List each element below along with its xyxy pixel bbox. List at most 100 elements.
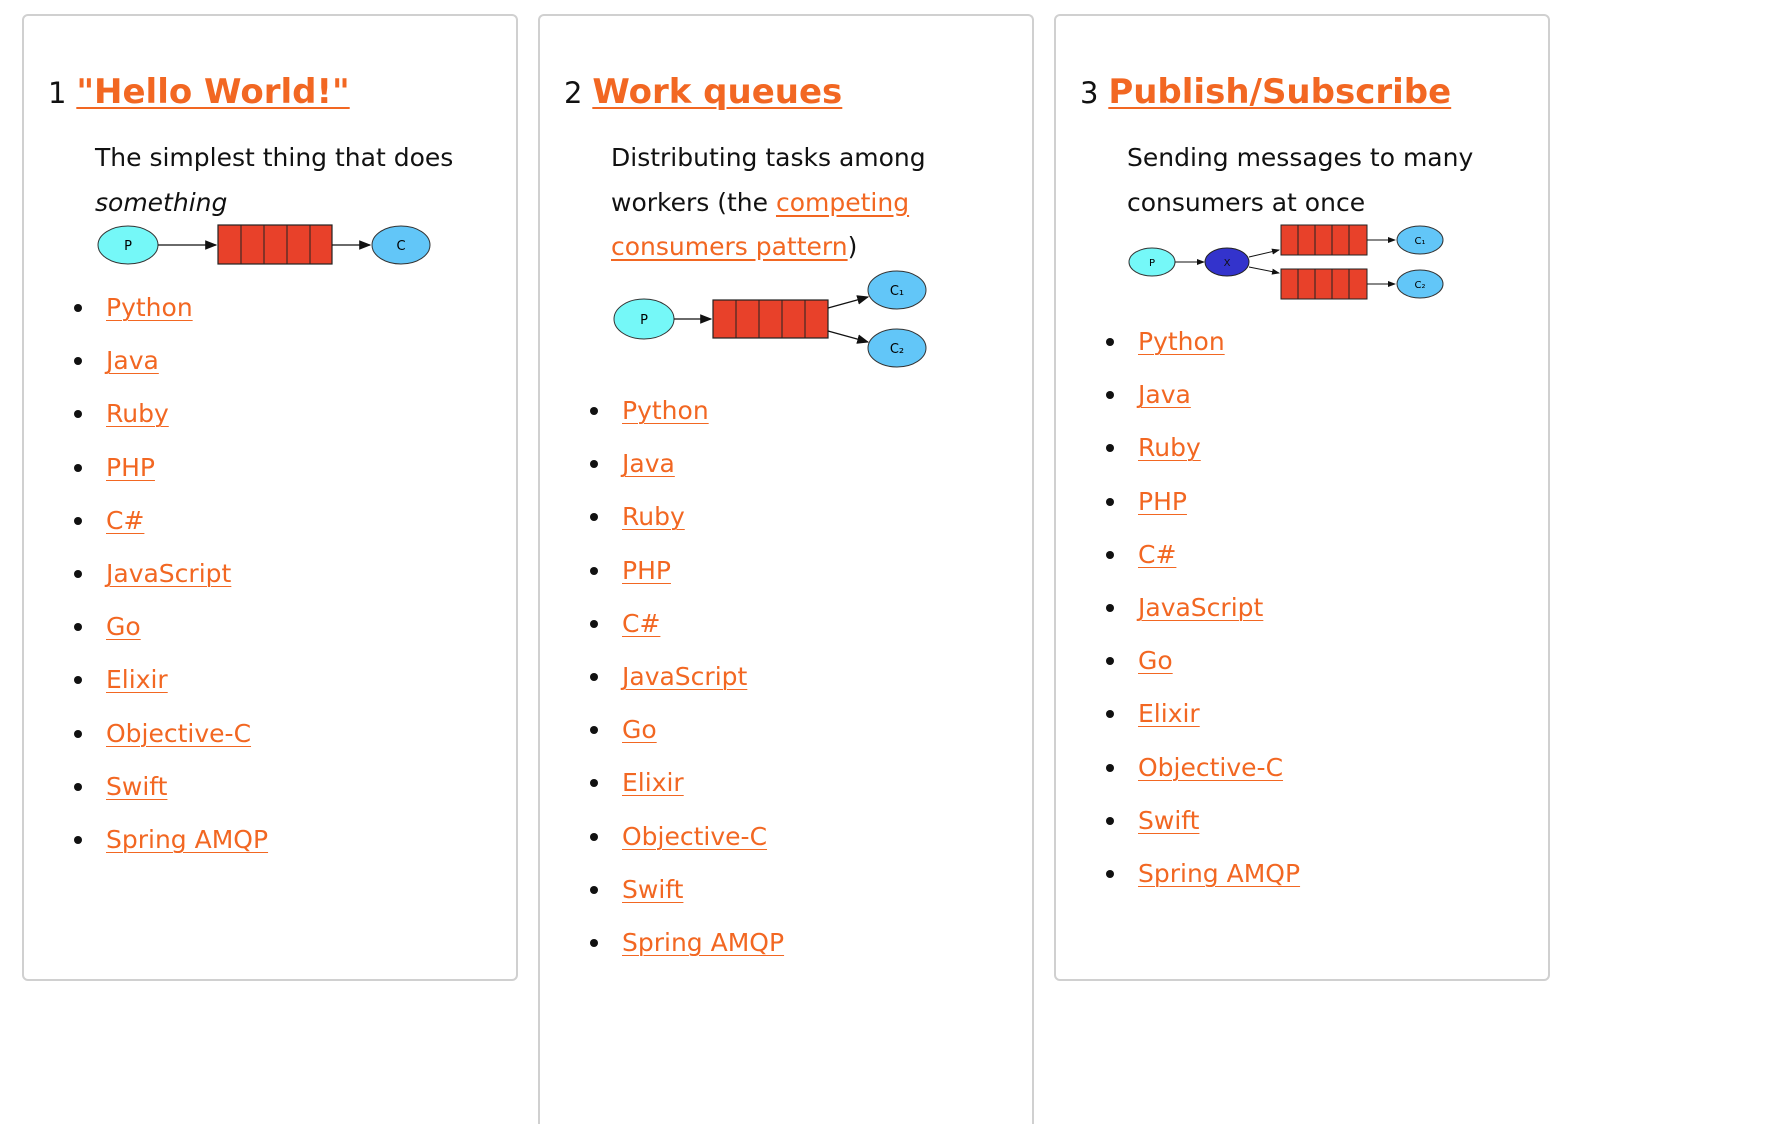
consumer-shape: [1396, 269, 1444, 299]
list-item: Elixir: [1056, 687, 1300, 740]
language-link-swift[interactable]: Swift: [106, 771, 168, 801]
language-link-spring-amqp[interactable]: Spring AMQP: [106, 824, 269, 854]
list-item: Objective-C: [24, 707, 268, 760]
language-link-ruby[interactable]: Ruby: [1138, 433, 1201, 463]
list-item: PHP: [1056, 475, 1300, 528]
language-link-objective-c[interactable]: Objective-C: [1138, 752, 1284, 782]
language-link-python[interactable]: Python: [1138, 327, 1225, 356]
language-list: Python Java Ruby PHP C# JavaScript Go El…: [540, 384, 784, 969]
hello-world-diagram: P C: [97, 224, 431, 265]
arrow: [827, 295, 870, 309]
competing-consumers-link[interactable]: competing consumers pattern: [611, 187, 910, 262]
consumer-shape: [867, 270, 927, 310]
language-list: Python Java Ruby PHP C# JavaScript Go El…: [24, 281, 268, 866]
list-item: Spring AMQP: [1056, 847, 1300, 900]
queue: [217, 224, 333, 265]
list-item: C#: [24, 494, 268, 547]
list-item: Elixir: [24, 653, 268, 706]
list-item: JavaScript: [1056, 581, 1300, 634]
consumer-node-1: C₁: [1396, 225, 1444, 255]
language-link-javascript[interactable]: JavaScript: [1138, 592, 1264, 622]
tutorial-number: 1: [48, 76, 67, 110]
language-link-elixir[interactable]: Elixir: [106, 665, 168, 695]
list-item: Go: [540, 703, 784, 756]
list-item: Swift: [24, 760, 268, 813]
language-link-javascript[interactable]: JavaScript: [622, 661, 748, 691]
producer-node: P: [97, 225, 159, 265]
list-item: JavaScript: [24, 547, 268, 600]
producer-label: P: [640, 313, 648, 328]
tutorial-title-link[interactable]: Work queues: [592, 72, 843, 112]
consumer-shape: [1396, 225, 1444, 255]
language-link-elixir[interactable]: Elixir: [622, 768, 684, 798]
work-queues-diagram: P C₁ C₂: [613, 270, 927, 368]
language-link-php[interactable]: PHP: [622, 555, 671, 585]
language-link-spring-amqp[interactable]: Spring AMQP: [1138, 858, 1301, 888]
language-link-ruby[interactable]: Ruby: [622, 502, 685, 532]
tutorial-number: 3: [1080, 76, 1099, 110]
list-item: Go: [1056, 634, 1300, 687]
language-link-javascript[interactable]: JavaScript: [106, 558, 232, 588]
language-link-go[interactable]: Go: [622, 715, 657, 745]
language-link-csharp[interactable]: C#: [622, 608, 661, 638]
tutorial-description: Sending messages to many consumers at on…: [1127, 143, 1474, 217]
language-link-objective-c[interactable]: Objective-C: [622, 821, 768, 851]
language-link-csharp[interactable]: C#: [1138, 539, 1177, 569]
producer-label: P: [124, 239, 132, 254]
language-link-ruby[interactable]: Ruby: [106, 399, 169, 429]
tutorial-card-publish-subscribe: 3 Publish/Subscribe Sending messages to …: [1054, 14, 1550, 981]
consumer-node: C: [371, 225, 431, 265]
publish-subscribe-diagram: P X C₁ C₂: [1128, 224, 1444, 300]
language-link-swift[interactable]: Swift: [622, 874, 684, 904]
language-link-java[interactable]: Java: [622, 449, 675, 479]
list-item: C#: [1056, 528, 1300, 581]
language-link-java[interactable]: Java: [1138, 380, 1191, 410]
list-item: Python: [24, 281, 268, 334]
exchange-shape: [1204, 247, 1250, 277]
arrow: [1248, 248, 1280, 258]
consumer-label: C₂: [890, 342, 904, 357]
list-item: Spring AMQP: [540, 916, 784, 969]
list-item: Spring AMQP: [24, 813, 268, 866]
language-link-elixir[interactable]: Elixir: [1138, 699, 1200, 729]
language-link-objective-c[interactable]: Objective-C: [106, 718, 252, 748]
language-link-swift[interactable]: Swift: [1138, 805, 1200, 835]
tutorial-title-link[interactable]: "Hello World!": [76, 72, 350, 112]
language-link-go[interactable]: Go: [1138, 646, 1173, 676]
producer-label: P: [1149, 258, 1155, 269]
list-item: Java: [24, 334, 268, 387]
tutorial-title-link[interactable]: Publish/Subscribe: [1108, 72, 1452, 112]
language-link-csharp[interactable]: C#: [106, 505, 145, 535]
list-item: PHP: [540, 544, 784, 597]
language-link-python[interactable]: Python: [106, 293, 193, 322]
tutorial-description: Distributing tasks among workers (the co…: [611, 143, 926, 262]
arrow: [827, 330, 870, 344]
list-item: C#: [540, 597, 784, 650]
language-link-java[interactable]: Java: [106, 346, 159, 376]
language-link-go[interactable]: Go: [106, 612, 141, 642]
arrow: [1248, 266, 1280, 275]
tutorial-card-hello-world: 1 "Hello World!" The simplest thing that…: [22, 14, 518, 981]
list-item: Swift: [540, 863, 784, 916]
list-item: Elixir: [540, 756, 784, 809]
tutorial-heading: 3 Publish/Subscribe: [1080, 70, 1451, 115]
tutorial-number: 2: [564, 76, 583, 110]
consumer-shape: [867, 328, 927, 368]
list-item: Java: [540, 437, 784, 490]
language-link-php[interactable]: PHP: [106, 452, 155, 482]
consumer-node-1: C₁: [867, 270, 927, 310]
consumer-node-2: C₂: [867, 328, 927, 368]
consumer-node-2: C₂: [1396, 269, 1444, 299]
list-item: Go: [24, 600, 268, 653]
list-item: Ruby: [24, 387, 268, 440]
queue-1: [1280, 224, 1368, 256]
consumer-label: C₂: [1415, 280, 1426, 291]
producer-node: P: [1128, 247, 1176, 277]
language-link-spring-amqp[interactable]: Spring AMQP: [622, 927, 785, 957]
language-link-python[interactable]: Python: [622, 396, 709, 425]
exchange-node: X: [1204, 247, 1250, 277]
tutorial-heading: 1 "Hello World!": [48, 70, 350, 115]
queue-2: [1280, 268, 1368, 300]
language-link-php[interactable]: PHP: [1138, 486, 1187, 516]
